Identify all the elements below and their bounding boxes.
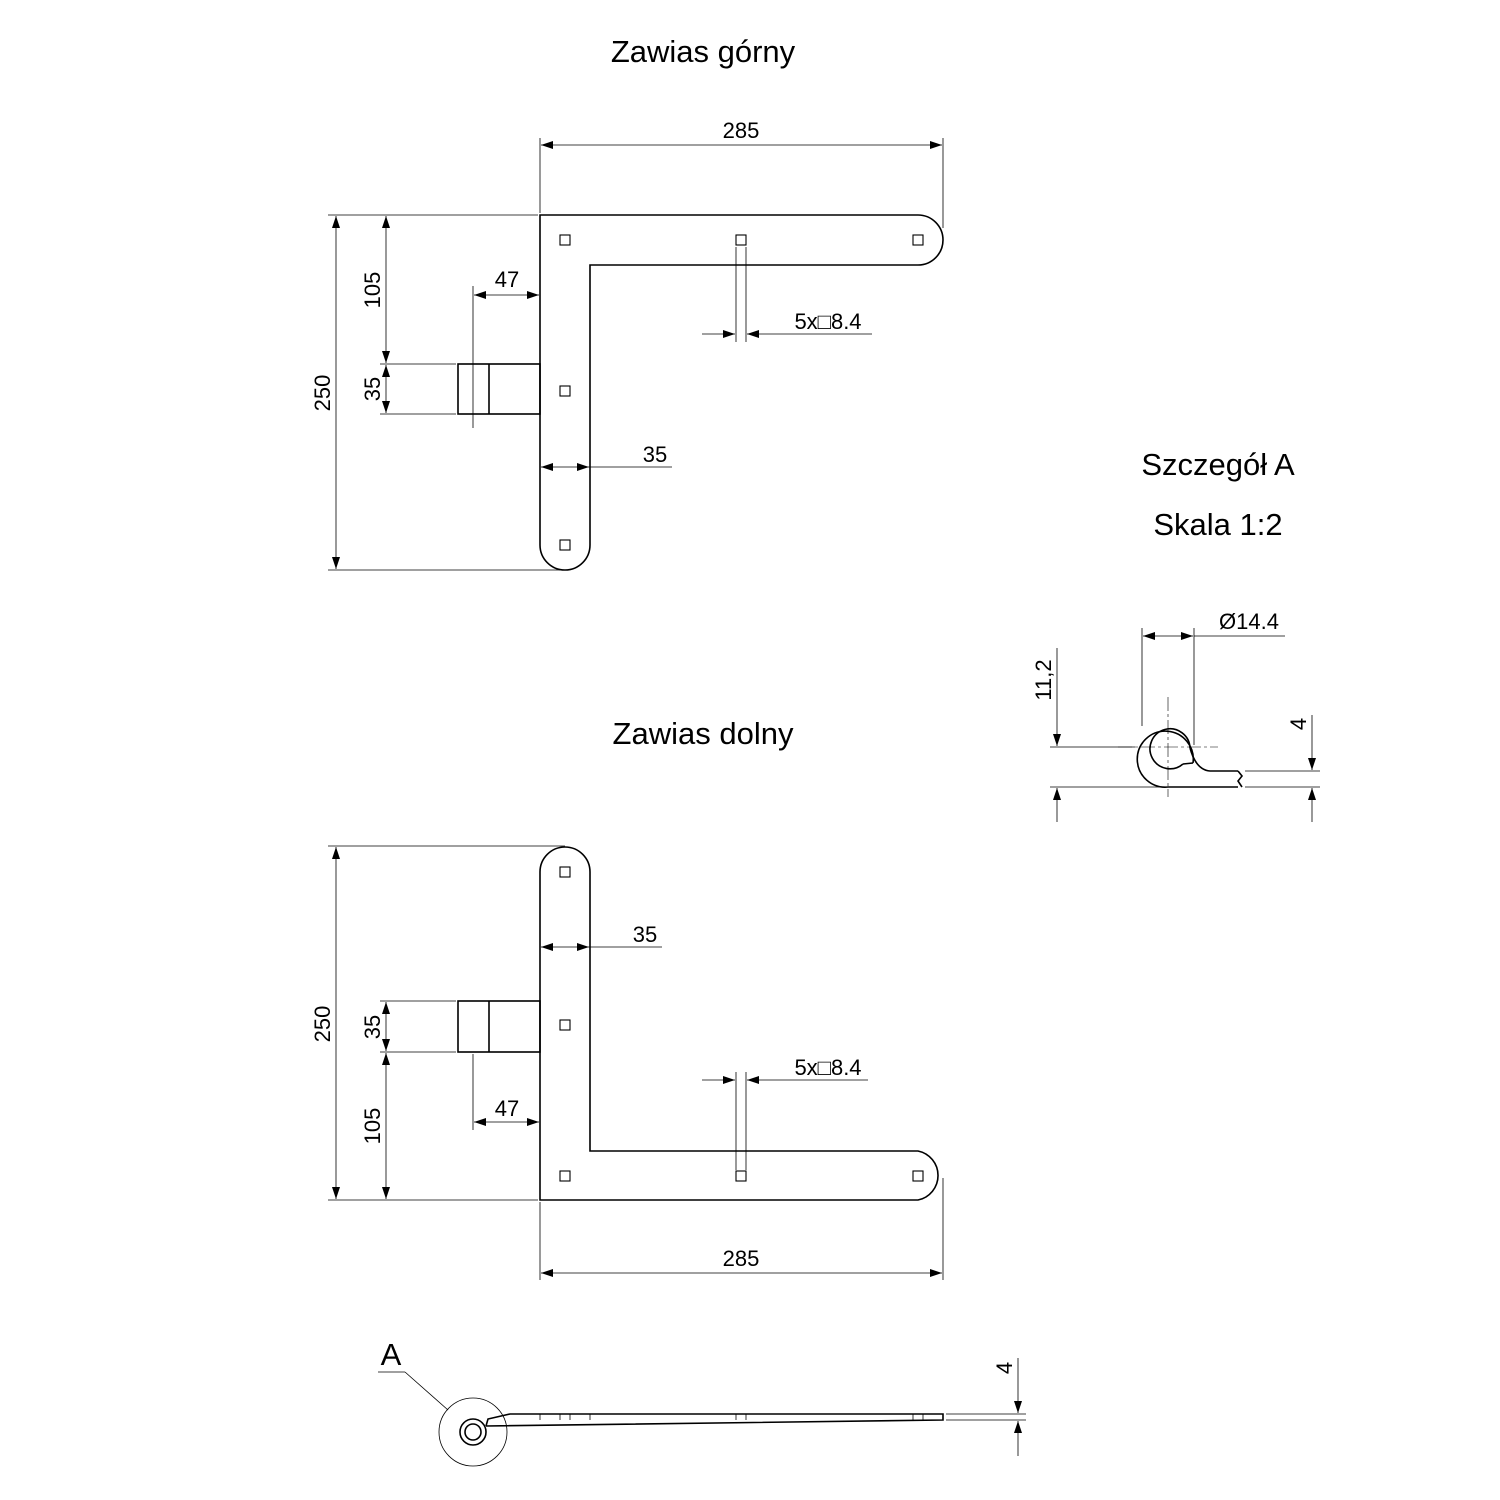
detail-curl-inner bbox=[1149, 728, 1191, 770]
upper-hole bbox=[559, 234, 571, 246]
side-view: A 4 bbox=[378, 1337, 1026, 1467]
lower-width-dim: 285 bbox=[723, 1246, 760, 1271]
detail-label: A bbox=[381, 1337, 402, 1372]
upper-holes-dim: 5x□8.4 bbox=[794, 309, 861, 334]
detail-a: Ø14.4 11,2 4 bbox=[1031, 609, 1320, 822]
upper-hole bbox=[559, 385, 571, 397]
lower-hinge: 250 35 105 35 47 5x□8.4 285 bbox=[310, 845, 944, 1280]
upper-width-dim: 285 bbox=[723, 118, 760, 143]
upper-pin-length-dim: 47 bbox=[495, 267, 519, 292]
lower-pin-height-dim: 35 bbox=[360, 1015, 385, 1039]
detail-height-dim: 11,2 bbox=[1031, 659, 1056, 700]
detail-curl-outer bbox=[1136, 730, 1238, 788]
lower-pin-block bbox=[457, 1000, 541, 1053]
upper-strap-width-dim: 35 bbox=[643, 442, 667, 467]
side-thickness-dim: 4 bbox=[992, 1362, 1017, 1374]
lower-hole bbox=[559, 1170, 571, 1182]
upper-pin-height-dim: 35 bbox=[360, 377, 385, 401]
lower-hinge-title: Zawias dolny bbox=[613, 716, 794, 751]
lower-pin-length-dim: 47 bbox=[495, 1096, 519, 1121]
lower-strap-width-dim: 35 bbox=[633, 922, 657, 947]
lower-height-dim: 250 bbox=[310, 1006, 335, 1043]
upper-hinge-outline bbox=[539, 214, 944, 571]
upper-hole bbox=[912, 234, 924, 246]
upper-height-dim: 250 bbox=[310, 375, 335, 412]
lower-hole bbox=[735, 1170, 747, 1182]
upper-hinge: 285 250 105 35 47 35 5x□8.4 bbox=[310, 118, 944, 571]
upper-offset-dim: 105 bbox=[360, 272, 385, 309]
upper-hole bbox=[735, 234, 747, 246]
detail-diameter-dim: Ø14.4 bbox=[1219, 609, 1279, 634]
detail-thickness-dim: 4 bbox=[1286, 718, 1311, 730]
detail-scale: Skala 1:2 bbox=[1153, 507, 1282, 542]
upper-hole bbox=[559, 539, 571, 551]
upper-pin-block bbox=[457, 363, 541, 415]
lower-hole bbox=[559, 1019, 571, 1031]
upper-hinge-title: Zawias górny bbox=[611, 34, 796, 69]
lower-hole bbox=[559, 866, 571, 878]
lower-hinge-outline bbox=[539, 846, 939, 1201]
lower-hole bbox=[912, 1170, 924, 1182]
lower-offset-dim: 105 bbox=[360, 1108, 385, 1145]
detail-circle bbox=[438, 1397, 508, 1467]
detail-title: Szczegół A bbox=[1141, 447, 1295, 482]
lower-holes-dim: 5x□8.4 bbox=[794, 1055, 861, 1080]
